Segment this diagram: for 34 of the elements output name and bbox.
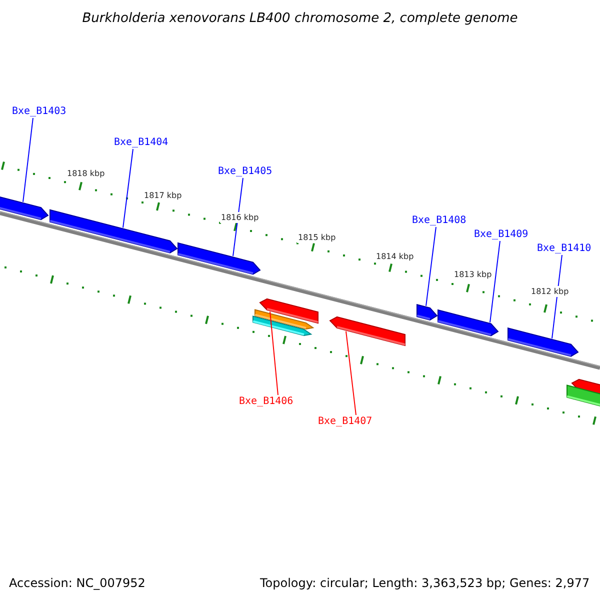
gene-block [50,209,178,254]
leader-line [426,226,436,306]
leader-line [122,148,134,228]
gene-block [438,309,499,336]
gene-label: Bxe_B1407 [318,416,372,427]
scale-label: 1812 kbp [530,286,570,297]
gene-block [416,304,438,320]
scale-label: 1813 kbp [453,269,493,280]
leader-line [232,178,244,257]
leader-line [22,118,34,202]
gene-label: Bxe_B1403 [12,106,66,117]
gene-label: Bxe_B1409 [474,229,528,240]
leader-line [490,240,500,323]
leader-line [552,254,562,339]
gene-label: Bxe_B1404 [114,137,168,148]
gene-block [0,195,49,220]
gene-label: Bxe_B1406 [239,396,294,407]
leader-line [270,311,278,396]
scale-label: 1817 kbp [143,190,183,201]
gene-block [508,327,579,357]
genome-info-text: Topology: circular; Length: 3,363,523 bp; Genes: 2,977 [260,576,590,590]
gene-label: Bxe_B1408 [412,215,466,226]
gene-label: Bxe_B1410 [537,243,592,254]
gene-block [329,316,406,346]
accession-text: Accession: NC_007952 [9,576,146,590]
scale-label: 1818 kbp [66,168,106,179]
leader-line [346,330,356,416]
title: Burkholderia xenovorans LB400 chromosome 2, complete genome [81,11,519,26]
scale-label: 1816 kbp [220,212,260,223]
scale-label: 1814 kbp [375,251,415,262]
scale-label: 1815 kbp [297,232,337,243]
gene-label: Bxe_B1405 [218,166,272,177]
gene-block [259,298,318,324]
gene-block [178,242,261,275]
